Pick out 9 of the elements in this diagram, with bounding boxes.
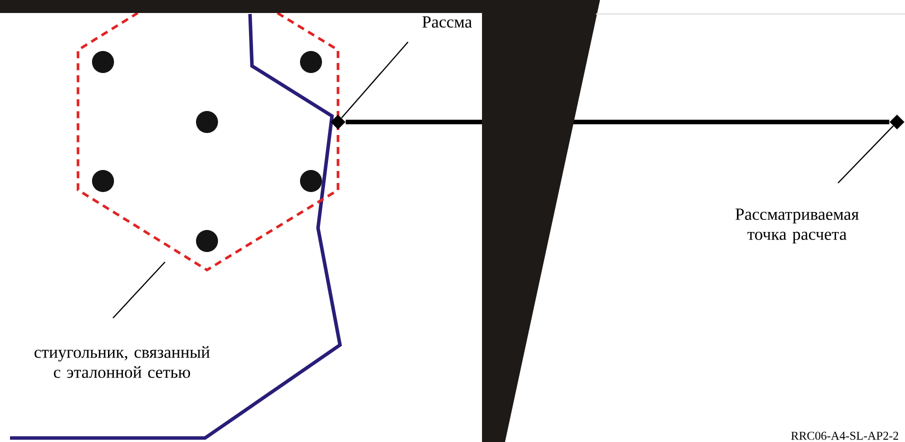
leader-line [341, 42, 408, 118]
document-code: RRC06-A4-SL-AP2-2 [791, 432, 898, 440]
leader-line [112, 262, 166, 318]
callout-text: Рассма [422, 16, 472, 28]
point-marker [890, 114, 904, 130]
leader-line [838, 126, 894, 184]
callout-text: стиугольник, связанный с эталонной сетью [34, 346, 210, 378]
callout-text: Рассматриваемая точка расчета [736, 208, 859, 244]
point-marker [330, 114, 346, 130]
